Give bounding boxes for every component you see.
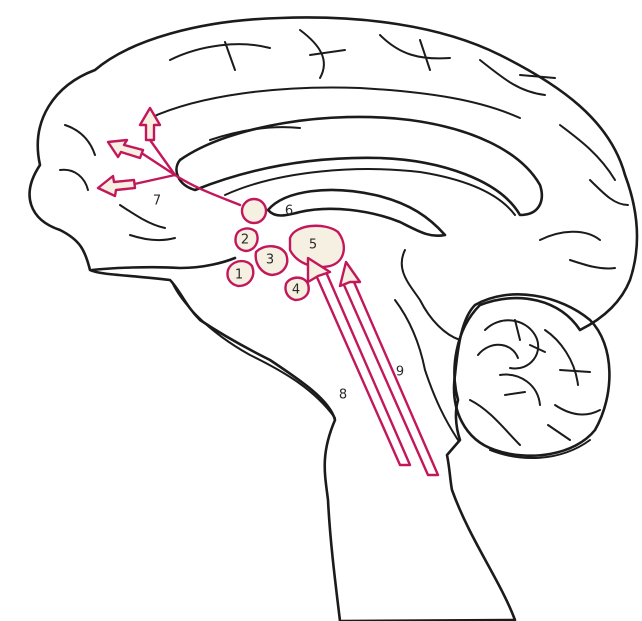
cingulate-sulcus (150, 87, 520, 118)
ascending-pathway-8 (308, 258, 410, 465)
upper-sulcus-3 (380, 35, 450, 70)
upper-sulcus-2 (300, 30, 345, 78)
label-4: 4 (292, 283, 300, 298)
label-1: 1 (235, 268, 243, 283)
cerebellum (454, 294, 609, 458)
label-3: 3 (266, 253, 274, 268)
upper-sulcus-1 (170, 42, 270, 70)
label-7: 7 (153, 194, 161, 209)
occipital-sulcus (540, 232, 615, 269)
label-6: 6 (285, 204, 293, 219)
label-2: 2 (241, 233, 249, 248)
frontal-sulcus-1 (60, 125, 95, 190)
nucleus-septal (242, 199, 266, 223)
label-5: 5 (309, 238, 317, 253)
frontal-sulcus-2 (120, 205, 175, 240)
upper-sulcus-5 (560, 125, 628, 205)
label-8: 8 (339, 388, 347, 403)
brain-outline (30, 17, 637, 621)
label-9: 9 (396, 365, 404, 380)
frontal-projection-arrows (98, 108, 240, 205)
temporal-lobe-lower (172, 282, 335, 418)
fornix (268, 190, 445, 236)
temporal-lobe-outline (92, 258, 235, 270)
